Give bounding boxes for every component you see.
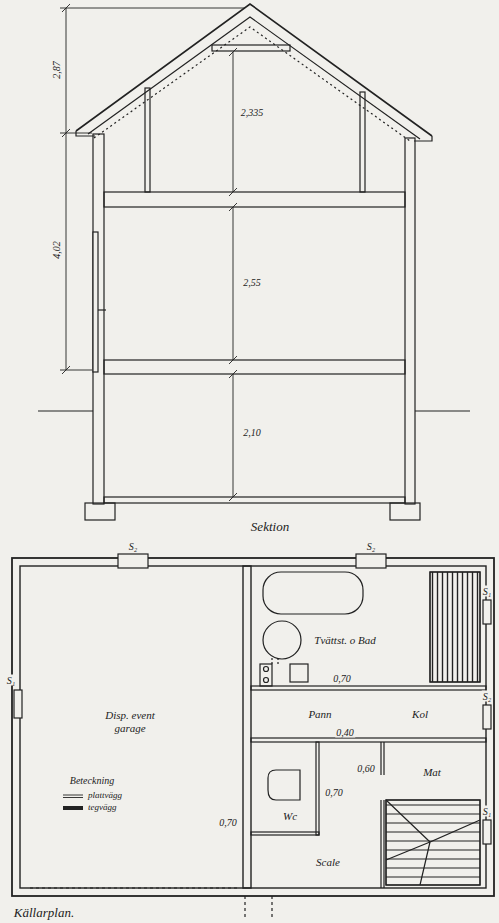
room-name: Tvättst. o Bad <box>314 634 375 647</box>
legend-row: tegvägg <box>62 802 122 814</box>
dimension: 2,87 <box>51 60 62 80</box>
legend-sample <box>62 793 84 799</box>
dimension: 0,70 <box>332 673 352 684</box>
section-drawing <box>38 4 470 520</box>
room-label: Tvättst. o Bad <box>312 632 377 649</box>
dimension: 2,55 <box>242 277 262 288</box>
window-mark: S₁ <box>6 675 16 686</box>
dimension: 4,02 <box>51 240 62 260</box>
legend-text: plattvägg <box>88 790 122 802</box>
heading: Beteckning <box>69 775 115 786</box>
legend-text: tegvägg <box>88 802 117 814</box>
window-mark: S₁ <box>482 806 492 817</box>
room-label: Disp. event garage <box>90 707 170 736</box>
room-label: Kol <box>410 706 430 723</box>
room-name: Mat <box>423 766 441 779</box>
heading: Källarplan. <box>13 906 75 920</box>
window-mark: S₁ <box>482 586 492 597</box>
room-label: Wc <box>281 808 299 825</box>
room-label: Scale <box>314 854 342 871</box>
window-mark: S₂ <box>366 541 376 552</box>
dimension: 0,70 <box>324 787 344 798</box>
heading: Sektion <box>250 520 290 534</box>
room-name: Pann <box>308 708 331 721</box>
dimension: 2,10 <box>242 427 262 438</box>
window-mark: S₂ <box>482 691 492 702</box>
dimension: 0,70 <box>218 817 238 828</box>
room-name: Disp. event garage <box>92 709 168 734</box>
window-mark: S₂ <box>128 541 138 552</box>
basement-plan <box>12 554 494 920</box>
room-label: Pann <box>306 706 333 723</box>
legend: plattväggtegvägg <box>62 790 122 813</box>
dimension: 0,60 <box>356 763 376 774</box>
legend-sample <box>62 805 84 811</box>
room-name: Kol <box>412 708 428 721</box>
room-name: Scale <box>316 856 340 869</box>
dimension: 2,335 <box>240 107 265 118</box>
room-label: Mat <box>421 764 443 781</box>
dimension: 0,40 <box>335 727 355 738</box>
legend-row: plattvägg <box>62 790 122 802</box>
room-name: Wc <box>283 810 297 823</box>
